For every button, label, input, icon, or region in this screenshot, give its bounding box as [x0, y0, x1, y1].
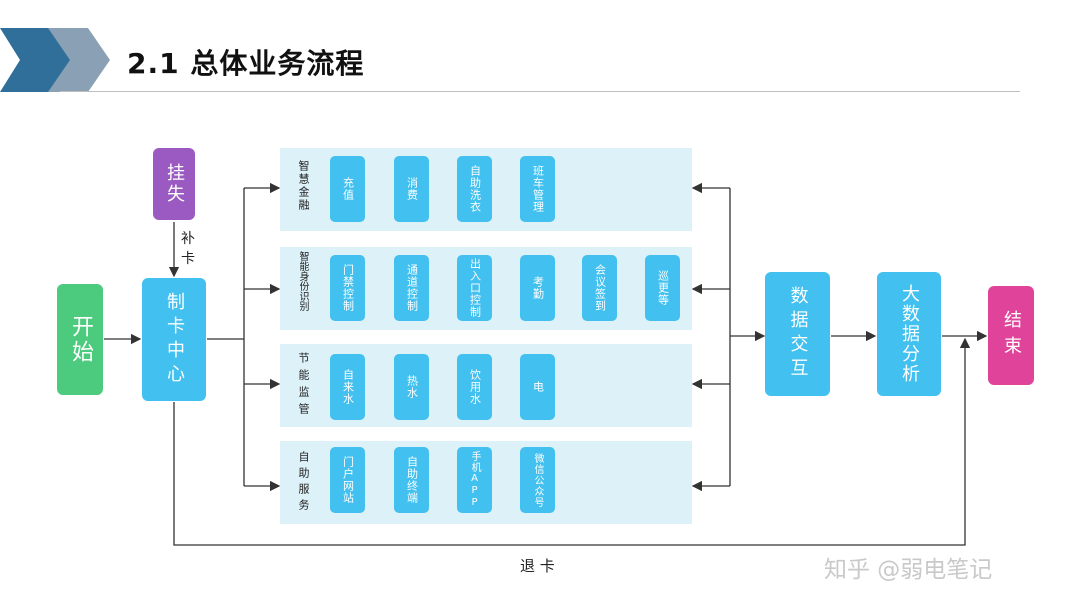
item-tap-water: 自来水	[330, 354, 365, 420]
chevron-light-icon	[48, 28, 110, 92]
header-chevrons	[0, 28, 110, 92]
item-wechat: 微信公众号	[520, 447, 555, 513]
item-patrol: 巡更等	[645, 255, 680, 321]
big-data-node: 大数据分析	[877, 272, 941, 396]
item-meeting-checkin: 会议签到	[582, 255, 617, 321]
item-self-laundry: 自助洗衣	[457, 156, 492, 222]
item-mobile-app: 手机APP	[457, 447, 492, 513]
item-electricity: 电	[520, 354, 555, 420]
panel-energy: 节能监管 自来水 热水 饮用水 电	[280, 344, 692, 427]
refund-label: 退 卡	[520, 557, 555, 575]
card-center-node: 制卡中心	[142, 278, 206, 401]
panel-label: 智慧金融	[297, 160, 310, 212]
lost-node: 挂失	[153, 148, 195, 220]
refund-loop	[173, 337, 971, 546]
item-portal: 门户网站	[330, 447, 365, 513]
title-divider	[60, 91, 1020, 92]
panel-label: 智能身份识别	[297, 251, 308, 311]
item-drinking-water: 饮用水	[457, 354, 492, 420]
item-recharge: 充值	[330, 156, 365, 222]
item-access-control: 门禁控制	[330, 255, 365, 321]
panel-label: 自助服务	[297, 451, 310, 515]
panel-self-service: 自助服务 门户网站 自助终端 手机APP 微信公众号	[280, 441, 692, 524]
panel-label: 节能监管	[297, 352, 310, 420]
watermark: 知乎 @弱电笔记	[824, 557, 993, 583]
item-consume: 消费	[394, 156, 429, 222]
item-hot-water: 热水	[394, 354, 429, 420]
panel-smart-finance: 智慧金融 充值 消费 自助洗衣 班车管理	[280, 148, 692, 231]
item-gate-control: 出入口控制	[457, 255, 492, 321]
item-passage-control: 通道控制	[394, 255, 429, 321]
data-exchange-node: 数据交互	[765, 272, 830, 396]
panel-identity: 智能身份识别 门禁控制 通道控制 出入口控制 考勤 会议签到 巡更等	[280, 247, 692, 330]
page-title: 2.1 总体业务流程	[127, 47, 365, 80]
start-node: 开始	[57, 284, 103, 395]
item-attendance: 考勤	[520, 255, 555, 321]
end-node: 结束	[988, 286, 1034, 385]
item-shuttle-bus: 班车管理	[520, 156, 555, 222]
reissue-label: 补卡	[181, 231, 195, 267]
item-self-terminal: 自助终端	[394, 447, 429, 513]
